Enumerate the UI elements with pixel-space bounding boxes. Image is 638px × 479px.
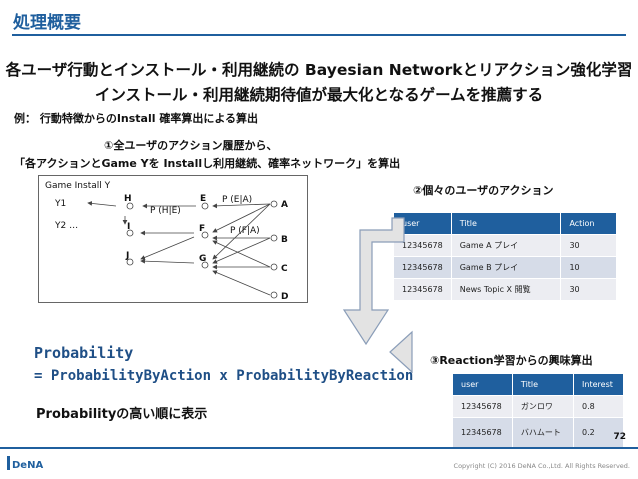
- net-title: Game Install Y: [45, 181, 111, 191]
- table-row: 12345678 News Topic X 閲覧 30: [393, 278, 617, 301]
- node-g-circle: [201, 261, 209, 269]
- table-cell: 12345678: [452, 395, 513, 418]
- node-h-circle: [126, 202, 134, 210]
- left-arrow-icon: [389, 330, 413, 374]
- footer-divider: [0, 447, 638, 449]
- node-c-label: C: [281, 264, 288, 274]
- copyright-text: Copyright (C) 2016 DeNA Co.,Ltd. All Rig…: [453, 462, 630, 470]
- table-cell: バハムート: [511, 417, 575, 448]
- title-divider: [12, 34, 626, 36]
- action-table: user Title Action 12345678 Game A プレイ 30…: [393, 212, 617, 301]
- headline-line1: 各ユーザ行動とインストール・利用継続の Bayesian Networkとリアク…: [5, 61, 633, 79]
- table-cell: 12345678: [393, 256, 452, 279]
- table-header: Title: [450, 212, 562, 235]
- table-row: 12345678 ガンロワ 0.8: [452, 395, 624, 418]
- node-h-label: H: [124, 194, 132, 204]
- table-row: 12345678 バハムート 0.2: [452, 417, 624, 448]
- node-j-circle: [126, 258, 134, 266]
- table-cell: Game A プレイ: [450, 234, 562, 257]
- dena-logo: DeNA: [7, 456, 43, 471]
- node-a-circle: [270, 200, 278, 208]
- node-y1: Y1: [54, 199, 66, 209]
- node-e-circle: [201, 202, 209, 210]
- table-cell: ガンロワ: [511, 395, 575, 418]
- network-edges: [87, 201, 271, 296]
- node-g-label: G: [199, 254, 206, 264]
- node-c-circle: [270, 263, 278, 271]
- table-cell: 30: [560, 234, 617, 257]
- table-cell: 12345678: [452, 417, 513, 448]
- bayesian-network-box: [38, 175, 308, 303]
- example-caption: 例： 行動特徴からのInstall 確率算出による算出: [14, 112, 259, 125]
- page-number: 72: [613, 432, 626, 442]
- node-d-circle: [270, 291, 278, 299]
- prob-label-he: P (H|E): [150, 206, 181, 216]
- table-row: 12345678 Game A プレイ 30: [393, 234, 617, 257]
- node-j-label: J: [125, 251, 129, 261]
- node-b-label: B: [281, 235, 288, 245]
- probability-note: Probabilityの高い順に表示: [36, 407, 208, 422]
- step2-caption: ②個々のユーザのアクション: [413, 184, 554, 197]
- table-cell: 12345678: [393, 278, 452, 301]
- table-cell: Game B プレイ: [450, 256, 562, 279]
- step1-caption-line2: 「各アクションとGame Yを Installし利用継続、確率ネットワーク」を算…: [14, 157, 401, 170]
- node-f-circle: [201, 231, 209, 239]
- table-header-row: user Title Interest: [452, 373, 624, 396]
- node-i-circle: [126, 229, 134, 237]
- table-header: Interest: [573, 373, 624, 396]
- table-cell: News Topic X 閲覧: [450, 278, 562, 301]
- table-cell: 0.2: [573, 417, 624, 448]
- table-cell: 10: [560, 256, 617, 279]
- table-row: 12345678 Game B プレイ 10: [393, 256, 617, 279]
- table-header: Action: [560, 212, 617, 235]
- node-y2: Y2 …: [54, 221, 78, 231]
- node-b-circle: [270, 234, 278, 242]
- prob-label-ea: P (E|A): [222, 195, 252, 205]
- page-title: 処理概要: [13, 13, 81, 33]
- node-i-label: I: [127, 222, 130, 232]
- logo-text: DeNA: [12, 460, 43, 471]
- node-f-label: F: [199, 224, 205, 234]
- flow-arrow-icon: [342, 217, 405, 346]
- table-cell: 30: [560, 278, 617, 301]
- node-e-label: E: [200, 194, 206, 204]
- table-header: Title: [511, 373, 575, 396]
- headline-line2: インストール・利用継続期待値が最大化となるゲームを推薦する: [94, 86, 544, 104]
- node-d-label: D: [281, 292, 288, 302]
- step1-caption-line1: ①全ユーザのアクション履歴から、: [104, 139, 278, 152]
- bayesian-network-diagram: Game Install Y Y1 Y2 … H E I F J G A B: [45, 181, 288, 302]
- interest-table: user Title Interest 12345678 ガンロワ 0.8 12…: [452, 373, 624, 448]
- prob-label-fa: P (F|A): [230, 226, 260, 236]
- table-header: user: [452, 373, 513, 396]
- probability-formula: = ProbabilityByAction x ProbabilityByRea…: [34, 368, 414, 384]
- node-a-label: A: [281, 200, 288, 210]
- table-header-row: user Title Action: [393, 212, 617, 235]
- step3-caption: ③Reaction学習からの興味算出: [430, 354, 593, 367]
- probability-heading: Probability: [34, 344, 134, 362]
- table-cell: 0.8: [573, 395, 624, 418]
